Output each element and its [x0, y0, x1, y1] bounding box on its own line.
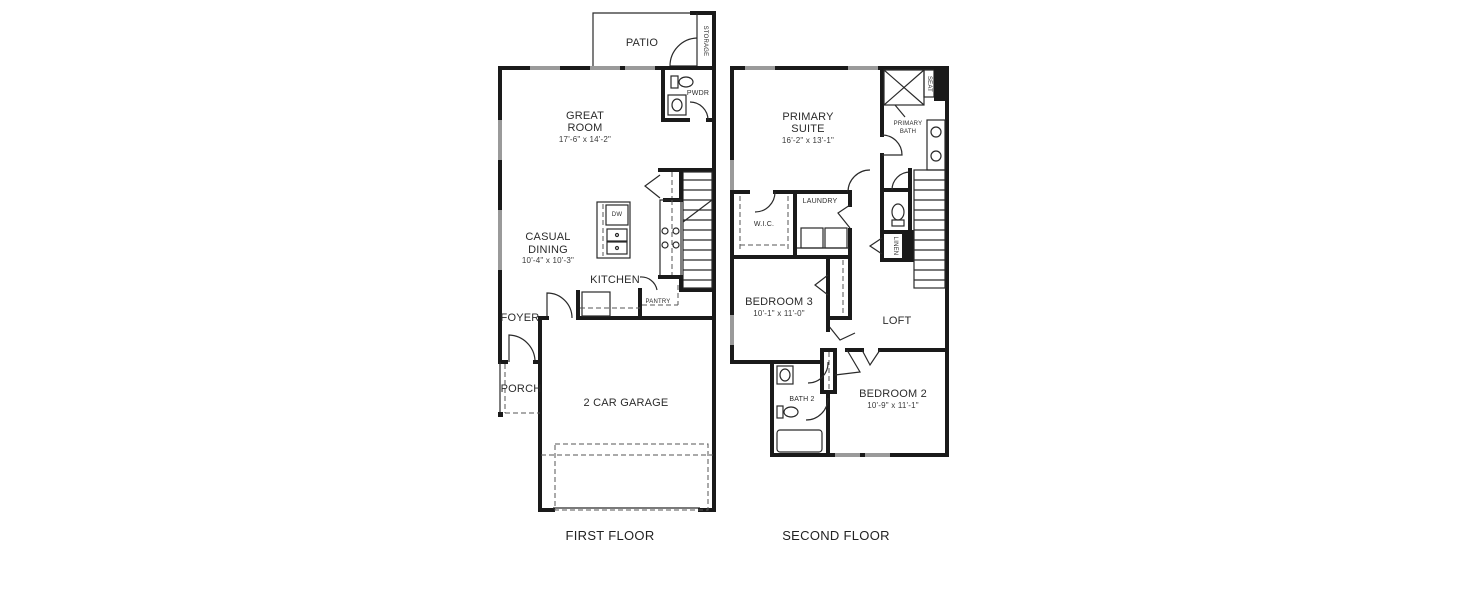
room-label-bath-2: BATH 2 — [789, 396, 815, 403]
room-label-kitchen: KITCHEN — [590, 274, 640, 286]
room-label-pwdr: PWDR — [686, 90, 710, 97]
room-label-porch: PORCH — [500, 383, 542, 395]
garage — [538, 288, 716, 512]
powder-room — [661, 66, 716, 122]
room-label-patio: PATIO — [625, 37, 659, 49]
second-floor-label: SECOND FLOOR — [782, 528, 890, 543]
pantry — [638, 275, 683, 320]
bedroom-3-walls — [730, 255, 856, 364]
room-label-laundry: LAUNDRY — [802, 198, 838, 205]
stairs-second-floor — [913, 169, 946, 289]
room-label-casual-dining-line1: CASUAL — [525, 231, 571, 243]
room-label-primary-suite-line2: SUITE — [791, 123, 825, 135]
primary-bath — [880, 66, 947, 262]
room-label-storage: STORAGE — [702, 25, 708, 57]
room-label-linen: LINEN — [892, 236, 898, 256]
room-label-pantry: PANTRY — [645, 299, 671, 305]
room-label-primary-bath-line2: BATH — [899, 129, 917, 135]
room-label-bedroom-3: BEDROOM 3 — [745, 296, 813, 308]
first-floor-label: FIRST FLOOR — [565, 528, 655, 543]
room-label-great-room-line1: GREAT — [565, 110, 605, 122]
appliance-label-dishwasher: DW — [611, 212, 623, 218]
kitchen-counter — [659, 199, 682, 278]
room-label-bedroom-2: BEDROOM 2 — [859, 388, 927, 400]
room-label-foyer: FOYER — [500, 312, 540, 324]
stairs-first-floor — [679, 168, 716, 292]
second-floor-plan — [730, 66, 949, 457]
first-floor-plan — [498, 11, 716, 512]
room-label-garage: 2 CAR GARAGE — [583, 397, 669, 409]
room-label-loft: LOFT — [882, 315, 912, 327]
room-dimensions-primary-suite: 16'-2" x 13'-1" — [781, 136, 835, 145]
room-label-great-room-line2: ROOM — [567, 122, 603, 134]
room-label-casual-dining-line2: DINING — [528, 244, 568, 256]
room-label-wic: W.I.C. — [753, 221, 775, 228]
bath-2-walls — [770, 348, 949, 457]
room-label-seat: SEAT — [926, 75, 932, 93]
room-label-primary-suite-line1: PRIMARY — [782, 111, 834, 123]
room-dimensions-great-room: 17'-6" x 14'-2" — [558, 135, 612, 144]
room-dimensions-bedroom-2: 10'-9" x 11'-1" — [867, 401, 919, 410]
room-dimensions-bedroom-3: 10'-1" x 11'-0" — [753, 309, 805, 318]
kitchen-island — [596, 201, 631, 259]
room-label-primary-bath-line1: PRIMARY — [893, 121, 923, 127]
room-dimensions-casual-dining: 10'-4" x 10'-3" — [521, 256, 575, 265]
porch — [498, 334, 542, 417]
